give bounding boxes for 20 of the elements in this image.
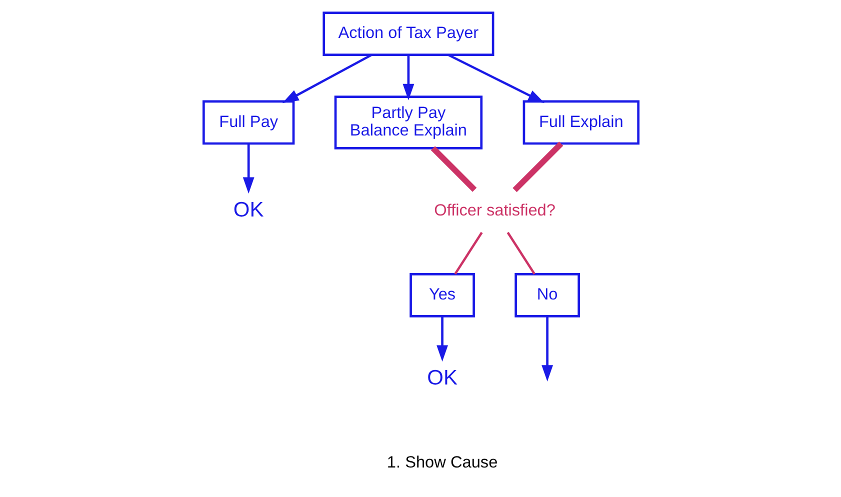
arrow bbox=[436, 316, 448, 362]
node-text: OK bbox=[426, 366, 457, 390]
node-box: Action of Tax Payer bbox=[322, 12, 494, 56]
arrow bbox=[541, 316, 553, 382]
connector bbox=[512, 142, 563, 192]
node-box: Full Explain bbox=[522, 100, 639, 145]
connector bbox=[454, 232, 482, 275]
node-box: Full Pay bbox=[202, 100, 294, 145]
arrow bbox=[282, 54, 372, 104]
node-box: No bbox=[514, 273, 580, 318]
node-box: Partly Pay Balance Explain bbox=[334, 96, 482, 150]
connector bbox=[506, 232, 535, 275]
label: 1. Show Cause bbox=[386, 454, 498, 472]
node-text: OK bbox=[232, 198, 264, 222]
arrow bbox=[448, 54, 544, 103]
connector bbox=[430, 146, 476, 192]
arrow bbox=[242, 144, 254, 194]
arrow bbox=[402, 54, 414, 100]
node-box: Yes bbox=[409, 273, 474, 318]
node-text: Officer satisfied? bbox=[434, 201, 555, 220]
